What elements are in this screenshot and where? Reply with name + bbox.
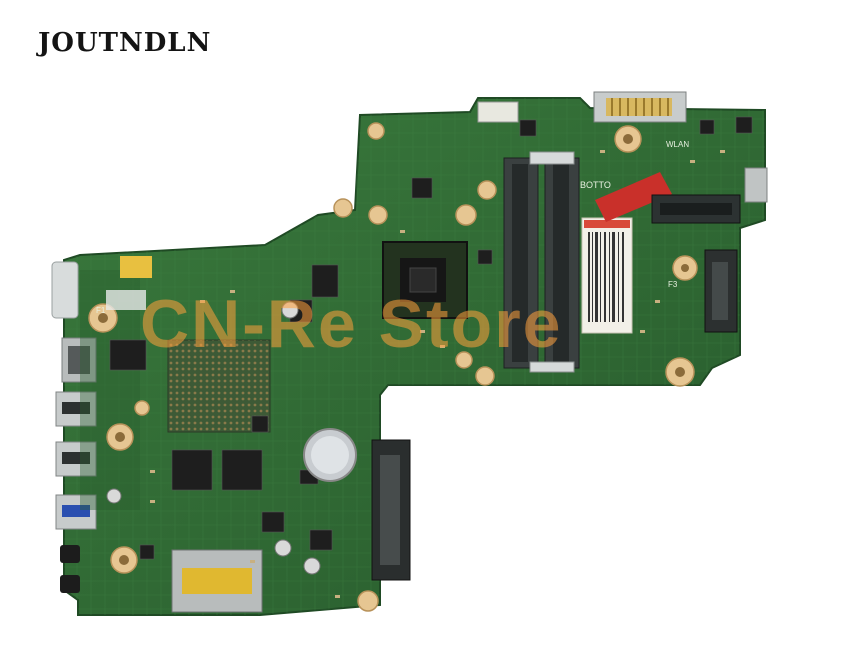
silk-f1: F1 [96,306,106,315]
silk-wlan: WLAN [666,140,690,149]
seal-sticker [595,172,672,222]
power-jack [51,261,79,319]
silk-f3: F3 [668,280,678,289]
ethernet-port [61,337,97,383]
ic-chip [171,449,213,491]
capacitor [281,301,299,319]
silk-bottom: BOTTO [580,180,611,190]
store-watermark: CN-Re Store [140,286,563,362]
audio-jack-1 [60,545,80,563]
brand-title: JOUTNDLN [38,28,212,58]
side-usb-port [744,167,768,203]
audio-jack-2 [60,575,80,593]
